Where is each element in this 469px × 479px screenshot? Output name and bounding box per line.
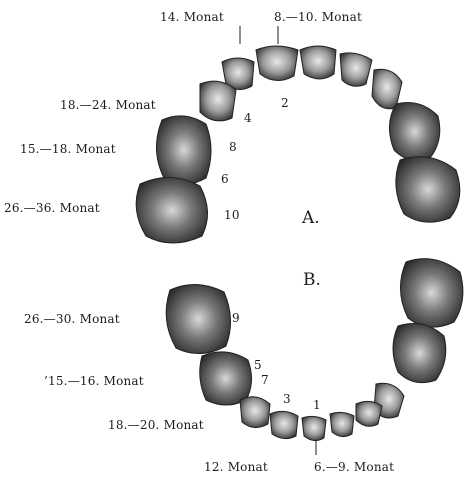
lower-left-lateral-incisor bbox=[270, 411, 298, 438]
upper-right-central-incisor bbox=[300, 46, 336, 79]
lower-right-central-incisor bbox=[330, 412, 354, 436]
tooth-number-lower-3: 3 bbox=[283, 392, 291, 406]
tooth-number-upper-6: 6 bbox=[221, 172, 229, 186]
upper-left-second-molar bbox=[136, 177, 207, 243]
tooth-number-lower-7: 7 bbox=[261, 373, 269, 387]
label-lower-central-incisor: 6.—9. Monat bbox=[314, 460, 394, 474]
upper-left-first-molar bbox=[156, 116, 211, 184]
label-upper-lateral-incisor: 14. Monat bbox=[160, 10, 224, 24]
label-upper-canine: 15.—18. Monat bbox=[20, 142, 116, 156]
lower-left-central-incisor bbox=[302, 416, 326, 440]
upper-left-central-incisor bbox=[256, 46, 298, 81]
section-label-lower: B. bbox=[303, 273, 321, 287]
label-upper-second-molar: 26.—36. Monat bbox=[4, 201, 100, 215]
upper-arch bbox=[136, 46, 460, 243]
tooth-number-upper-8: 8 bbox=[229, 140, 237, 154]
upper-right-canine bbox=[372, 69, 402, 109]
upper-right-lateral-incisor bbox=[340, 53, 372, 86]
lower-right-first-molar bbox=[393, 324, 446, 383]
label-lower-second-molar: 26.—30. Monat bbox=[24, 312, 120, 326]
lower-right-lateral-incisor bbox=[356, 401, 382, 426]
label-lower-canine: ’15.—16. Monat bbox=[44, 374, 144, 388]
upper-right-first-molar bbox=[389, 103, 439, 161]
lower-left-canine bbox=[240, 397, 270, 428]
tooth-number-lower-1: 1 bbox=[313, 398, 321, 412]
tooth-number-lower-5: 5 bbox=[254, 358, 262, 372]
lower-left-second-molar bbox=[166, 284, 230, 353]
label-lower-lateral-incisor: 12. Monat bbox=[204, 460, 268, 474]
tooth-number-upper-10: 10 bbox=[224, 208, 240, 222]
upper-right-second-molar bbox=[396, 157, 460, 223]
section-label-upper: A. bbox=[302, 211, 320, 225]
lower-left-first-molar bbox=[200, 352, 252, 405]
label-upper-first-molar: 18.—24. Monat bbox=[60, 98, 156, 112]
tooth-number-upper-2: 2 bbox=[281, 96, 289, 110]
label-upper-central-incisor: 8.—10. Monat bbox=[274, 10, 362, 24]
label-lower-first-molar: 18.—20. Monat bbox=[108, 418, 204, 432]
lower-right-second-molar bbox=[400, 259, 462, 327]
tooth-number-lower-9: 9 bbox=[232, 311, 240, 325]
tooth-number-upper-4: 4 bbox=[244, 111, 252, 125]
upper-left-canine bbox=[200, 81, 236, 121]
